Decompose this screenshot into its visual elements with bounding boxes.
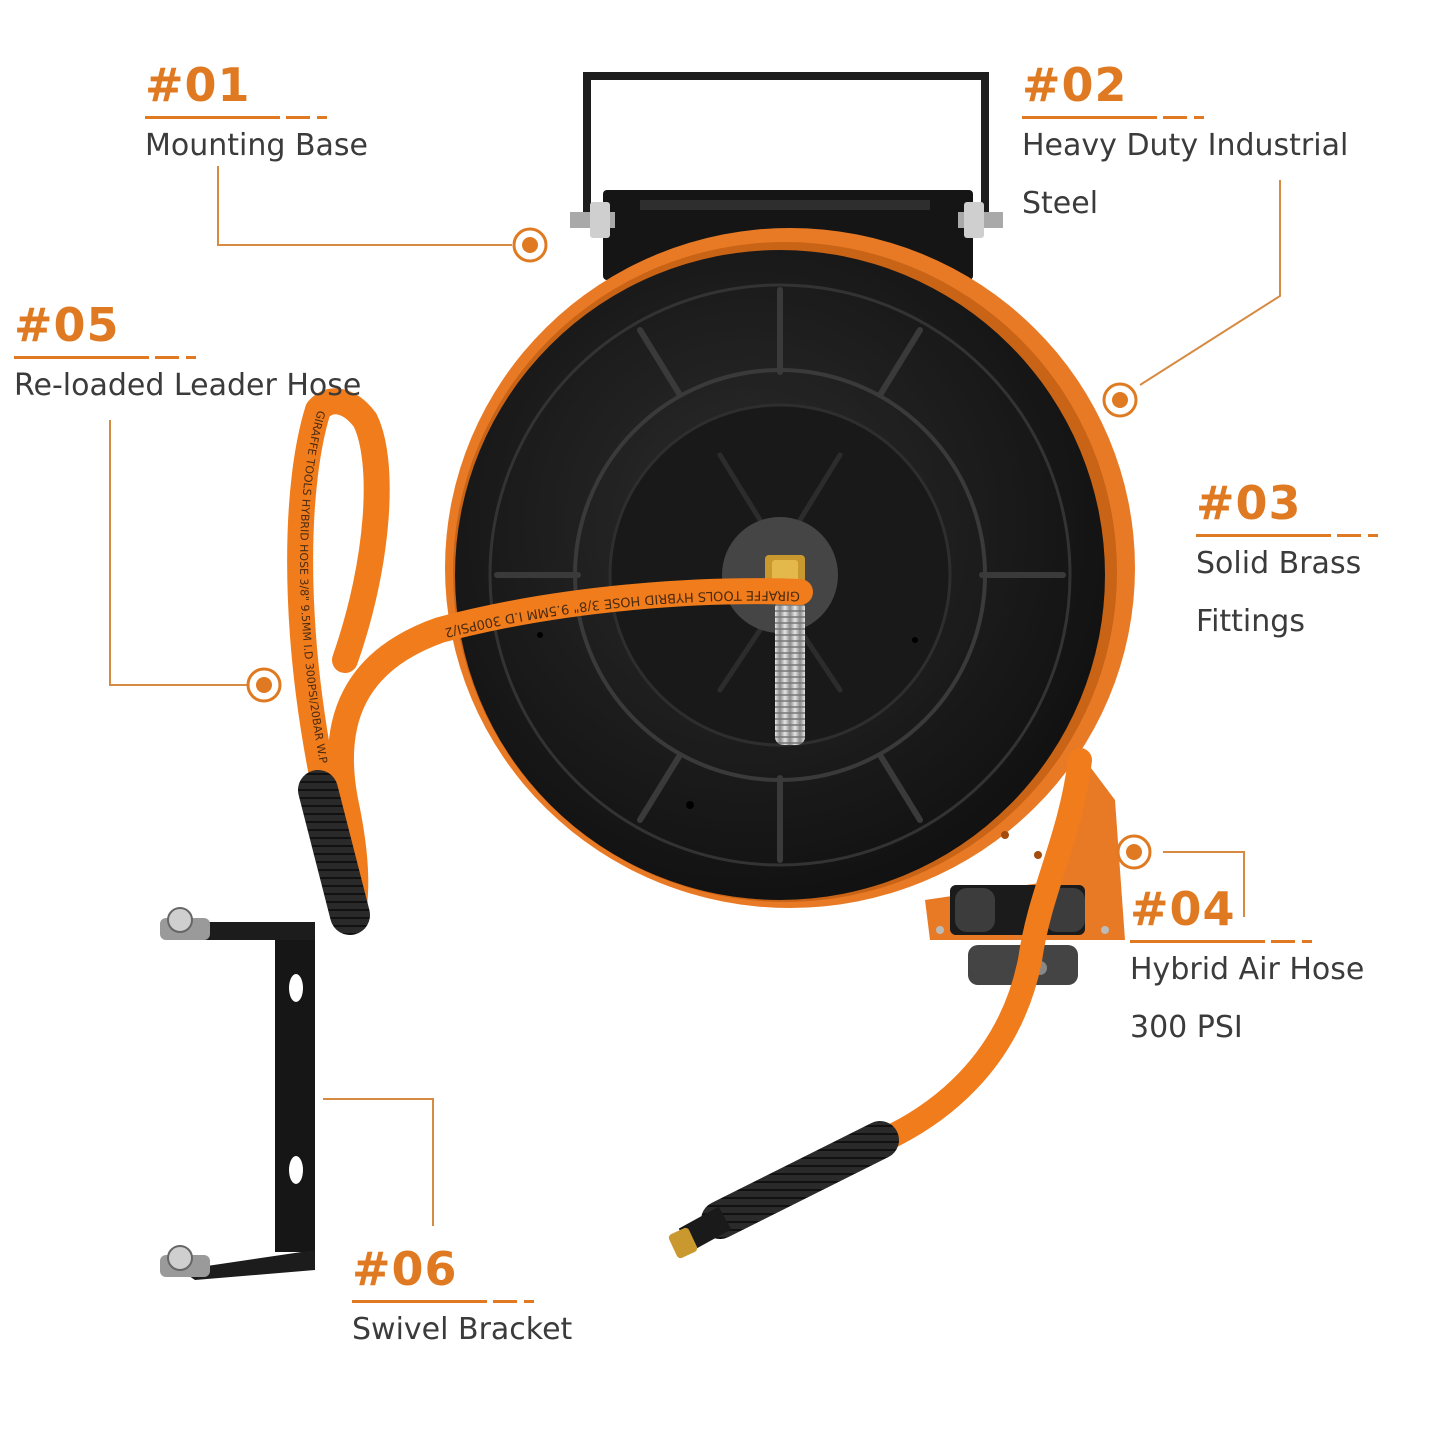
callout-number: #05: [14, 298, 120, 352]
callout-label: Hybrid Air Hose: [1130, 952, 1365, 987]
target-marker-icon: [246, 227, 1152, 870]
reel-drum: [445, 228, 1135, 908]
callout-rule: [1196, 534, 1378, 537]
callout-label: 300 PSI: [1130, 1010, 1243, 1045]
callout-number: #06: [352, 1242, 458, 1296]
callout-rule: [1130, 940, 1364, 943]
callout-number: #01: [145, 58, 251, 112]
main-hose: [668, 748, 1092, 1259]
callout-label: Steel: [1022, 186, 1099, 221]
callout-label: Fittings: [1196, 604, 1305, 639]
callout-leader-lines: [109, 166, 1281, 1226]
callout-01: #01 Mounting Base: [145, 62, 368, 177]
callout-03: #03 Solid Brass Fittings: [1196, 476, 1378, 653]
callout-06: #06 Swivel Bracket: [352, 1246, 572, 1361]
callout-rule: [14, 356, 361, 359]
callout-number: #02: [1022, 58, 1128, 112]
callout-rule: [145, 116, 368, 119]
callout-05: #05 Re-loaded Leader Hose: [14, 302, 361, 417]
callout-rule: [1022, 116, 1348, 119]
callout-label: Heavy Duty Industrial: [1022, 128, 1349, 163]
callout-02: #02 Heavy Duty Industrial Steel: [1022, 62, 1348, 235]
callout-label: Solid Brass: [1196, 546, 1362, 581]
callout-04: #04 Hybrid Air Hose 300 PSI: [1130, 886, 1364, 1059]
callout-number: #04: [1130, 882, 1236, 936]
callout-label: Re-loaded Leader Hose: [14, 368, 362, 403]
callout-rule: [352, 1300, 572, 1303]
callout-label: Mounting Base: [145, 128, 369, 163]
callout-number: #03: [1196, 476, 1302, 530]
swivel-bracket-icon: [160, 907, 315, 1280]
callout-label: Swivel Bracket: [352, 1312, 573, 1347]
